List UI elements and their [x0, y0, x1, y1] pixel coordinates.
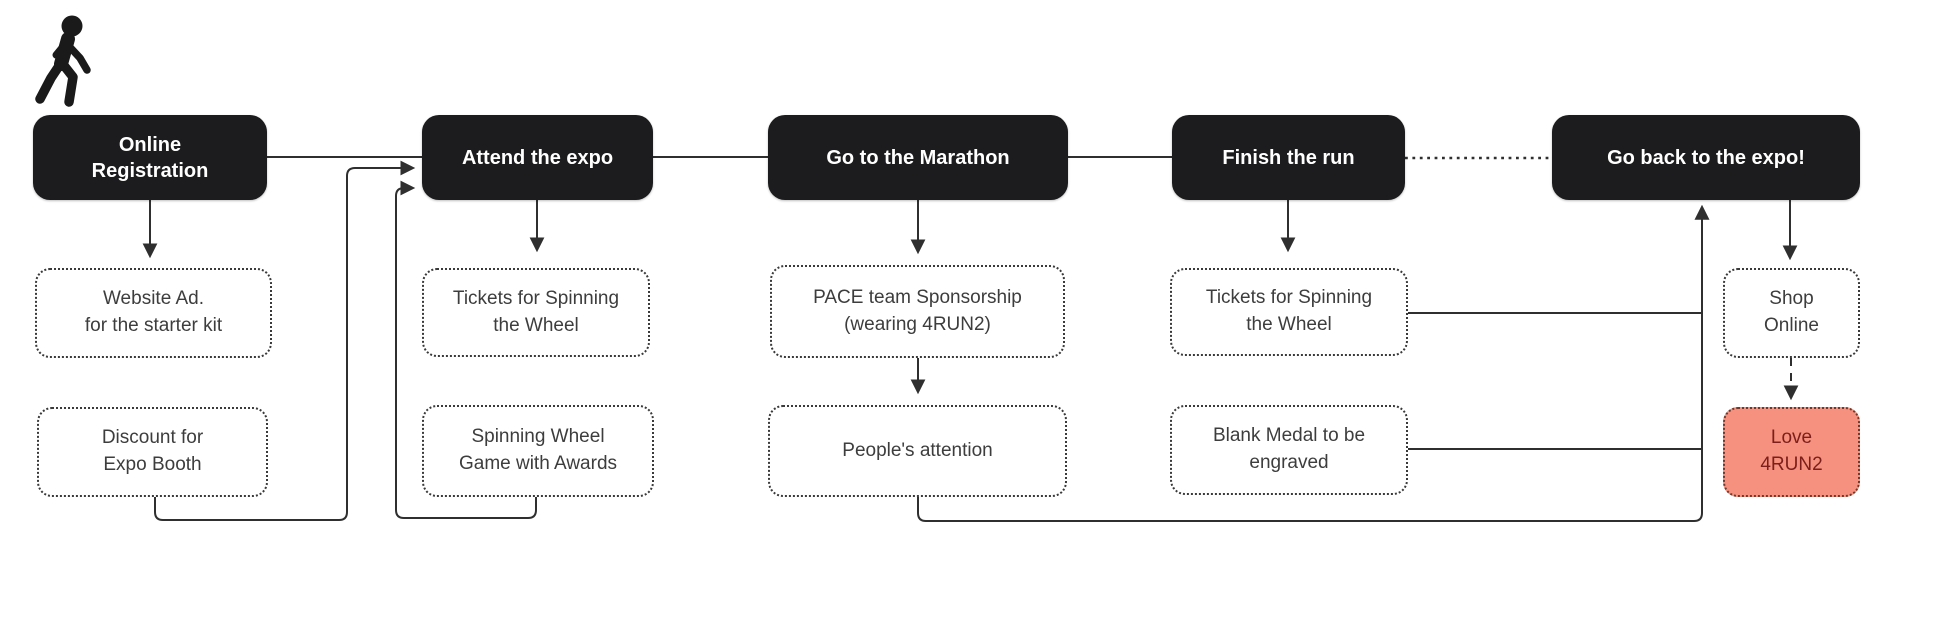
- note-discount-booth: Discount for Expo Booth: [37, 407, 268, 497]
- stage-go-back-expo: Go back to the expo!: [1552, 115, 1860, 200]
- note-website-ad: Website Ad. for the starter kit: [35, 268, 272, 358]
- note-blank-medal: Blank Medal to be engraved: [1170, 405, 1408, 495]
- stage-finish-run: Finish the run: [1172, 115, 1405, 200]
- note-pace-team: PACE team Sponsorship (wearing 4RUN2): [770, 265, 1065, 358]
- note-peoples-attention: People's attention: [768, 405, 1067, 497]
- note-tickets-finish: Tickets for Spinning the Wheel: [1170, 268, 1408, 356]
- stage-online-registration: Online Registration: [33, 115, 267, 200]
- note-tickets-expo: Tickets for Spinning the Wheel: [422, 268, 650, 357]
- note-spinning-game: Spinning Wheel Game with Awards: [422, 405, 654, 497]
- stage-attend-expo: Attend the expo: [422, 115, 653, 200]
- walking-person-icon: [35, 15, 91, 107]
- stage-go-to-marathon: Go to the Marathon: [768, 115, 1068, 200]
- note-love-4run2: Love 4RUN2: [1723, 407, 1860, 497]
- note-shop-online: Shop Online: [1723, 268, 1860, 358]
